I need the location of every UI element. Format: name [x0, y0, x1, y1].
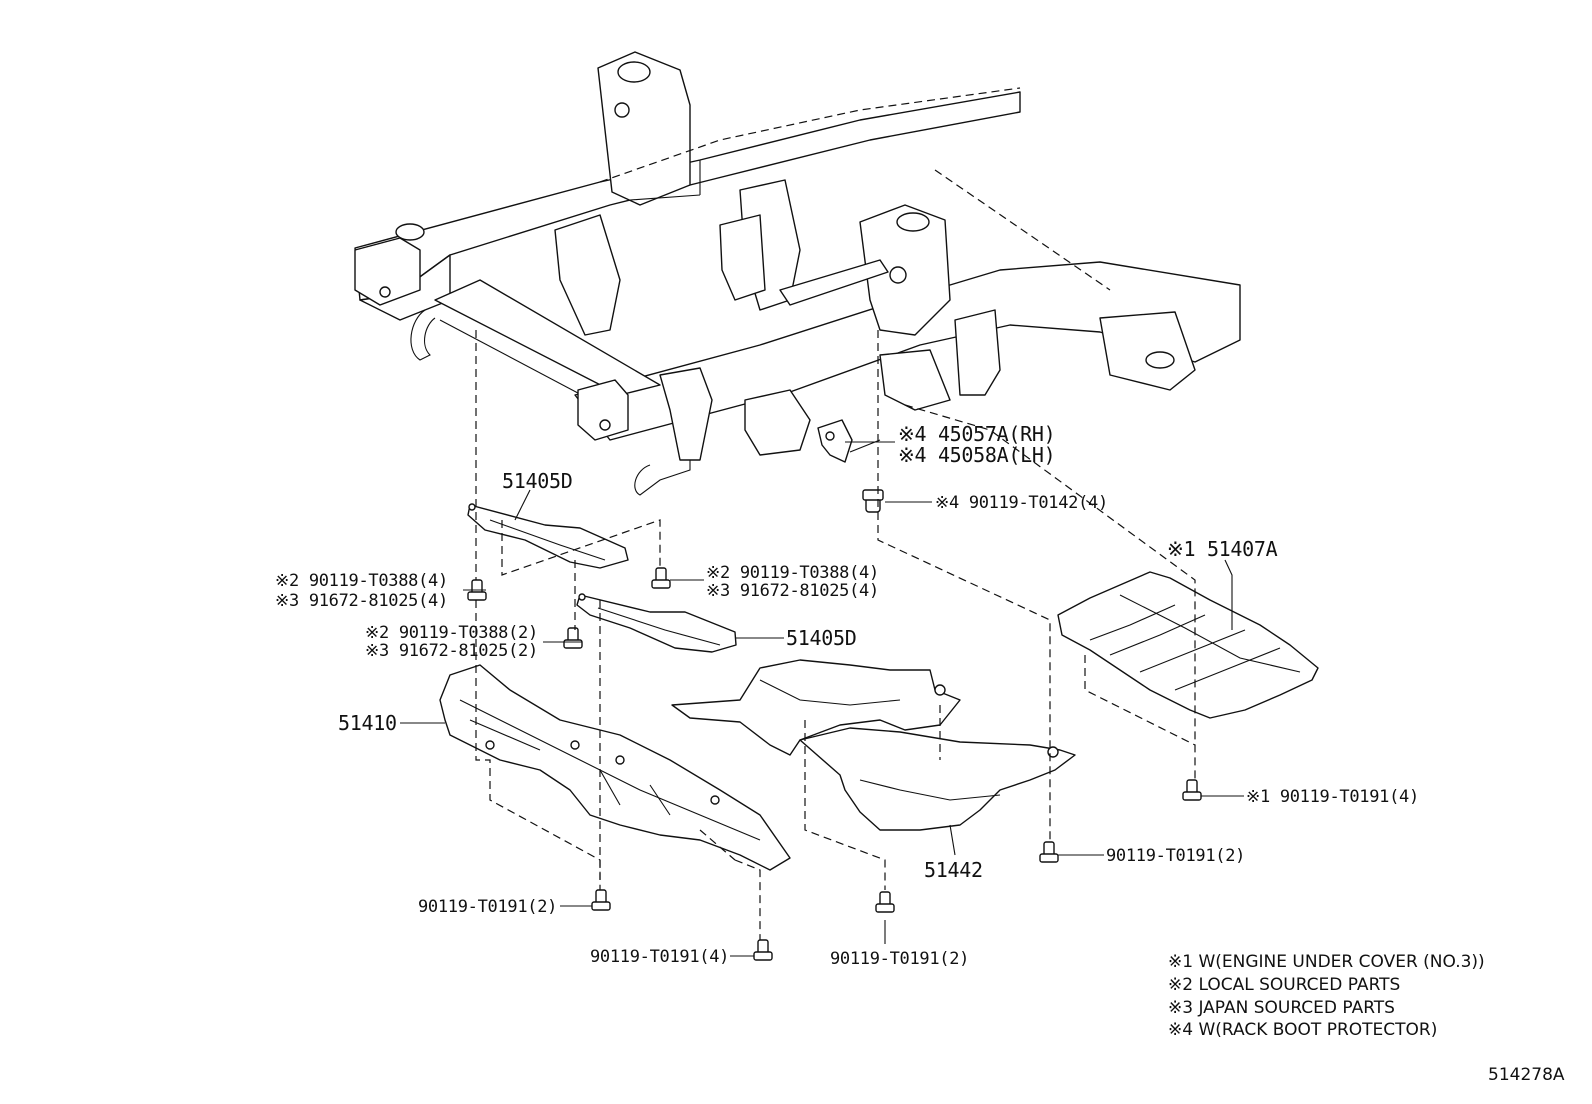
- label-51405d-lower: 51405D: [786, 626, 856, 650]
- label-bolt-left-a: ※2 90119-T0388(4): [275, 571, 448, 591]
- bolt-icon: [651, 567, 671, 589]
- label-bolt-mid-b: ※3 91672-81025(2): [365, 641, 538, 661]
- bolt-icon: [591, 889, 611, 911]
- label-51407a: ※1 51407A: [1167, 537, 1278, 561]
- note-2: ※2 LOCAL SOURCED PARTS: [1168, 975, 1400, 995]
- cover-51407a: [1057, 571, 1319, 719]
- rack-boot-bracket: [817, 419, 853, 463]
- label-bolt-right-a: ※2 90119-T0388(4): [706, 563, 879, 583]
- label-51410: 51410: [338, 711, 397, 735]
- assembly-lines: [475, 330, 1196, 940]
- note-1: ※1 W(ENGINE UNDER COVER (NO.3)): [1168, 952, 1485, 972]
- plate-51405d-lower: [576, 593, 737, 653]
- label-51405d-upper: 51405D: [502, 469, 572, 493]
- vehicle-frame: [354, 51, 1241, 496]
- part-labels: ※4 45057A(RH) ※4 45058A(LH) ※4 90119-T01…: [275, 422, 1419, 969]
- bolt-icon: [875, 891, 895, 913]
- note-4: ※4 W(RACK BOOT PROTECTOR): [1168, 1020, 1437, 1040]
- bolt-icon: [1182, 779, 1202, 801]
- note-3: ※3 JAPAN SOURCED PARTS: [1168, 998, 1395, 1018]
- label-bolt-left-b: ※3 91672-81025(4): [275, 591, 448, 611]
- cover-51410: [439, 664, 791, 871]
- label-bolt-right-b: ※3 91672-81025(4): [706, 581, 879, 601]
- cover-51442: [671, 659, 1076, 831]
- label-bolt-51442-a: 90119-T0191(2): [830, 949, 969, 969]
- label-45058a: ※4 45058A(LH): [898, 443, 1055, 467]
- plate-51405d-upper: [467, 503, 629, 569]
- bolt-icon: [1039, 841, 1059, 863]
- bolt-icon: [753, 939, 773, 961]
- label-bolt-0142: ※4 90119-T0142(4): [935, 493, 1108, 513]
- label-bolt-51442-b: 90119-T0191(2): [1106, 846, 1245, 866]
- label-bolt-mid-a: ※2 90119-T0388(2): [365, 623, 538, 643]
- leader-lines: [400, 439, 1244, 957]
- figure-code: 514278A: [1488, 1065, 1565, 1085]
- notes-legend: ※1 W(ENGINE UNDER COVER (NO.3)) ※2 LOCAL…: [1168, 952, 1485, 1040]
- bolt-icon: [563, 627, 583, 649]
- label-45057a: ※4 45057A(RH): [898, 422, 1055, 446]
- label-bolt-cover-no3: ※1 90119-T0191(4): [1246, 787, 1419, 807]
- label-51442: 51442: [924, 858, 983, 882]
- label-bolt-51410-a: 90119-T0191(2): [418, 897, 557, 917]
- label-bolt-51410-b: 90119-T0191(4): [590, 947, 729, 967]
- bolt-icon: [862, 489, 884, 513]
